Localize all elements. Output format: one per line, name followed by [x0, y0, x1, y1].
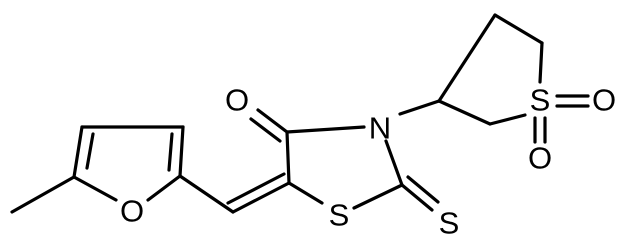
bond-sulfolane-c3-c2 [437, 99, 492, 126]
bond-thione-2 [406, 175, 440, 204]
atom-nitrogen: N [369, 111, 391, 146]
bond-carbonyl-2 [249, 117, 282, 143]
bond-s1-c5 [287, 181, 324, 205]
bonds [10, 13, 590, 214]
bond-methyl [10, 175, 76, 214]
atom-thione-sulfur: S [439, 206, 460, 241]
bond-furan-c3-c2 [178, 125, 185, 178]
bond-c4-n [285, 125, 366, 134]
atom-ring-sulfur: S [329, 198, 350, 233]
bond-sulfolane-c2-s [488, 113, 527, 126]
bond-carbonyl-1 [256, 108, 289, 134]
bond-methine-c5-2 [226, 172, 286, 205]
bond-c5-c4 [285, 130, 291, 185]
atom-sulfone-sulfur: S [530, 83, 551, 118]
bond-furan-methine [178, 174, 235, 214]
bond-n-c2 [384, 139, 404, 187]
bond-n-sulfolane [398, 99, 441, 116]
atom-carbonyl-oxygen: O [225, 83, 249, 118]
atom-furan-oxygen: O [120, 194, 144, 229]
bond-sulfolane-c4-c3 [437, 13, 497, 103]
bond-thione-1 [400, 183, 434, 212]
atom-sulfone-oxygen-bottom: O [528, 141, 552, 176]
bond-furan-c5-c4-inner [85, 132, 95, 170]
bond-sulfolane-c5-c4 [493, 13, 544, 45]
bond-sulfolane-s-c5 [538, 41, 544, 84]
bond-furan-c5-c4 [72, 125, 84, 179]
bond-c2-s1 [352, 183, 404, 210]
atom-labels: O O N S S S O O [120, 83, 616, 241]
bond-furan-c2-o [146, 174, 182, 202]
bond-furan-c3-c2-inner [167, 132, 174, 172]
bond-furan-c5-o [72, 175, 118, 202]
bond-methine-c5-1 [231, 181, 291, 214]
atom-sulfone-oxygen-right: O [592, 83, 616, 118]
